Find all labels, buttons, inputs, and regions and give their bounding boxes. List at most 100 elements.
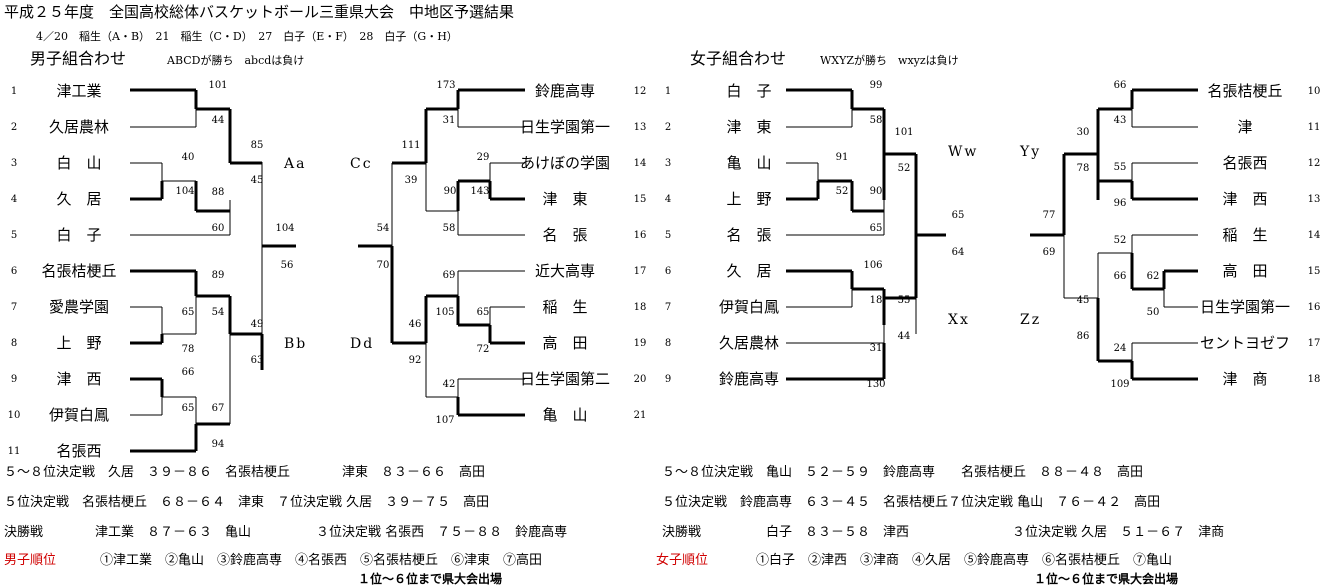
boys-left-score: 49: [250, 319, 264, 330]
girls-right-team-name: 津 西: [1222, 190, 1268, 208]
girls-right-seed-number: 11: [1307, 122, 1321, 133]
boys-left-team-name: 津工業: [56, 82, 102, 100]
boys-left-seed-number: 4: [10, 194, 18, 205]
boys-left-seed-number: 5: [10, 230, 18, 241]
girls-right-seed-number: 14: [1307, 230, 1321, 241]
girls-right-seed-number: 16: [1307, 302, 1321, 313]
girls-left-team-name: 上 野: [726, 190, 772, 208]
girls-right-score: 43: [1113, 115, 1127, 126]
boys-left-seed-number: 7: [10, 302, 18, 313]
boys-result-row-3: 決勝戦 津工業 ８７－６３ 亀山 ３位決定戦 名張西 ７５－８８ 鈴鹿高専: [4, 525, 568, 540]
boys-left-score: 65: [181, 403, 195, 414]
boys-result-row-1: ５～８位決定戦 久居 ３９－８６ 名張桔梗丘 津東 ８３－６６ 高田: [4, 465, 486, 480]
girls-right-score: 45: [1076, 295, 1090, 306]
girls-left-score: 52: [897, 163, 911, 174]
boys-left-score: 78: [181, 344, 195, 355]
girls-rank-list: ①白子 ②津西 ③津商 ④久居 ⑤鈴鹿高専 ⑥名張桔梗丘 ⑦亀山: [756, 553, 1173, 568]
boys-right-team-name: 亀 山: [542, 406, 588, 424]
girls-left-team-name: 久 居: [726, 262, 772, 280]
girls-left-score: 65: [951, 210, 965, 221]
boys-left-score: 89: [211, 270, 225, 281]
boys-left-team-name: 白 山: [56, 154, 102, 172]
boys-section-note: ABCDが勝ち abcdは負け: [167, 54, 305, 67]
boys-left-score: 85: [250, 140, 264, 151]
girls-section-note: WXYZが勝ち wxyzは負け: [820, 54, 959, 67]
girls-right-score: 77: [1042, 210, 1056, 221]
boys-right-seed-number: 17: [633, 266, 647, 277]
girls-left-score: 64: [951, 247, 965, 258]
boys-right-seed-number: 20: [633, 374, 647, 385]
group-label-cc: Cc: [350, 156, 373, 172]
girls-left-team-name: 伊賀白鳳: [718, 298, 779, 316]
girls-left-score: 106: [863, 260, 883, 271]
girls-left-score: 91: [835, 152, 849, 163]
girls-right-seed-number: 18: [1307, 374, 1321, 385]
girls-right-score: 52: [1113, 235, 1127, 246]
girls-left-score: 65: [869, 223, 883, 234]
boys-right-score: 54: [376, 223, 390, 234]
girls-right-seed-number: 17: [1307, 338, 1321, 349]
girls-right-score: 66: [1113, 80, 1127, 91]
boys-qualify-note: １位～６位まで県大会出場: [358, 572, 503, 586]
boys-left-score: 104: [175, 186, 195, 197]
boys-left-score: 63: [250, 355, 264, 366]
boys-right-score: 72: [476, 344, 490, 355]
girls-left-seed-number: 6: [664, 266, 672, 277]
boys-left-seed-number: 1: [10, 86, 18, 97]
group-label-bb: Bb: [284, 336, 308, 352]
girls-right-seed-number: 10: [1307, 86, 1321, 97]
boys-left-seed-number: 8: [10, 338, 18, 349]
girls-left-team-name: 名 張: [726, 226, 772, 244]
girls-section-title: 女子組合わせ: [690, 49, 787, 68]
girls-left-team-name: 津 東: [726, 118, 772, 136]
boys-left-score: 44: [211, 115, 225, 126]
boys-right-score: 42: [442, 379, 456, 390]
boys-right-score: 143: [470, 186, 490, 197]
girls-left-score: 58: [869, 115, 883, 126]
girls-left-seed-number: 1: [664, 86, 672, 97]
boys-right-team-name: 日生学園第一: [519, 118, 610, 136]
boys-right-seed-number: 15: [633, 194, 647, 205]
boys-rank-list: ①津工業 ②亀山 ③鈴鹿高専 ④名張西 ⑤名張桔梗丘 ⑥津東 ⑦高田: [100, 553, 543, 568]
girls-left-score: 52: [835, 186, 849, 197]
girls-left-score: 31: [869, 343, 883, 354]
boys-right-score: 46: [408, 319, 422, 330]
girls-right-seed-number: 12: [1307, 158, 1321, 169]
girls-right-team-name: 高 田: [1222, 262, 1268, 280]
girls-left-seed-number: 3: [664, 158, 672, 169]
boys-right-team-name: 稲 生: [542, 298, 588, 316]
boys-left-seed-number: 2: [10, 122, 18, 133]
boys-left-score: 40: [181, 152, 195, 163]
girls-right-team-name: 津: [1237, 118, 1253, 136]
girls-right-score: 55: [1113, 162, 1127, 173]
group-label-yy: Yy: [1020, 144, 1042, 160]
girls-right-score: 30: [1076, 127, 1090, 138]
boys-right-seed-number: 18: [633, 302, 647, 313]
girls-right-team-name: 日生学園第一: [1199, 298, 1290, 316]
boys-left-score: 60: [211, 223, 225, 234]
girls-qualify-note: １位～６位まで県大会出場: [1034, 572, 1179, 586]
girls-right-score: 66: [1113, 271, 1127, 282]
girls-left-seed-number: 7: [664, 302, 672, 313]
boys-left-score: 56: [280, 260, 294, 271]
girls-rank-label: 女子順位: [656, 553, 709, 568]
boys-left-score: 45: [250, 175, 264, 186]
boys-right-team-name: 名 張: [542, 226, 588, 244]
girls-left-seed-number: 9: [664, 374, 672, 385]
boys-right-team-name: 鈴鹿高専: [534, 82, 595, 100]
girls-left-seed-number: 5: [664, 230, 672, 241]
boys-left-seed-number: 10: [7, 410, 21, 421]
boys-right-score: 39: [404, 175, 418, 186]
girls-result-row-3: 決勝戦 白子 ８３－５８ 津西: [662, 525, 910, 540]
girls-result-row-3b: ３位決定戦 久居 ５１－６７ 津商: [1012, 525, 1225, 540]
girls-right-score: 109: [1110, 379, 1130, 390]
girls-left-team-name: 白 子: [726, 82, 772, 100]
boys-right-seed-number: 21: [633, 410, 647, 421]
boys-right-score: 58: [442, 223, 456, 234]
girls-left-team-name: 久居農林: [718, 334, 779, 352]
group-label-aa: Aa: [284, 156, 307, 172]
boys-result-row-2: ５位決定戦 名張桔梗丘 ６８－６４ 津東 ７位決定戦 久居 ３９－７５ 高田: [4, 495, 490, 510]
boys-right-score: 105: [435, 307, 455, 318]
boys-right-score: 107: [435, 415, 455, 426]
